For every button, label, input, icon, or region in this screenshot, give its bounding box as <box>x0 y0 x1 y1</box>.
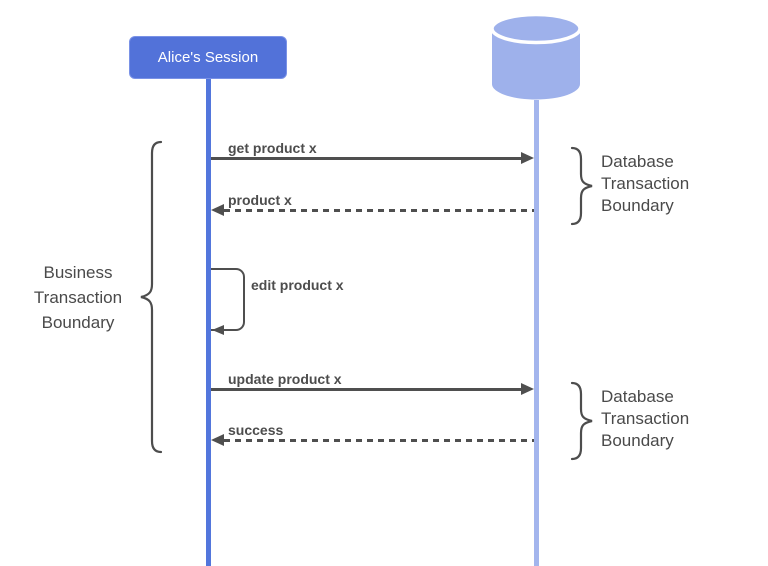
message-label-edit-product: edit product x <box>251 277 344 293</box>
arrowhead-right-icon <box>521 152 534 164</box>
annotation-line: Transaction <box>33 288 123 307</box>
self-message-loop <box>211 268 245 331</box>
annotation-db-transaction-top: Database Transaction Boundary <box>601 151 689 217</box>
annotation-line: Boundary <box>601 196 674 215</box>
database-lifeline <box>534 100 539 566</box>
arrowhead-left-icon <box>211 434 224 446</box>
database-cylinder-icon <box>490 12 582 102</box>
annotation-line: Database <box>601 152 674 171</box>
actor-lifeline <box>206 79 211 566</box>
annotation-line: Business <box>43 263 113 282</box>
annotation-line: Transaction <box>601 174 690 193</box>
actor-box: Alice's Session <box>129 36 287 79</box>
arrowhead-right-icon <box>521 383 534 395</box>
annotation-line: Boundary <box>601 431 674 450</box>
arrowhead-left-icon <box>212 325 224 335</box>
annotation-business-transaction: Business Transaction Boundary <box>20 260 136 335</box>
message-label-success: success <box>228 422 284 438</box>
business-transaction-brace <box>138 140 164 459</box>
message-label-product: product x <box>228 192 292 208</box>
db-transaction-brace-bottom <box>569 381 595 466</box>
annotation-db-transaction-bottom: Database Transaction Boundary <box>601 386 689 452</box>
message-label-get-product: get product x <box>228 140 317 156</box>
db-transaction-brace-top <box>569 146 595 231</box>
annotation-line: Transaction <box>601 409 690 428</box>
message-label-update-product: update product x <box>228 371 342 387</box>
message-arrow-product-return <box>224 209 534 212</box>
message-arrow-success-return <box>224 439 534 442</box>
arrowhead-left-icon <box>211 204 224 216</box>
message-arrow-get-product <box>211 157 521 160</box>
annotation-line: Database <box>601 387 674 406</box>
annotation-line: Boundary <box>41 313 115 332</box>
actor-label: Alice's Session <box>157 49 259 66</box>
message-arrow-update-product <box>211 388 521 391</box>
